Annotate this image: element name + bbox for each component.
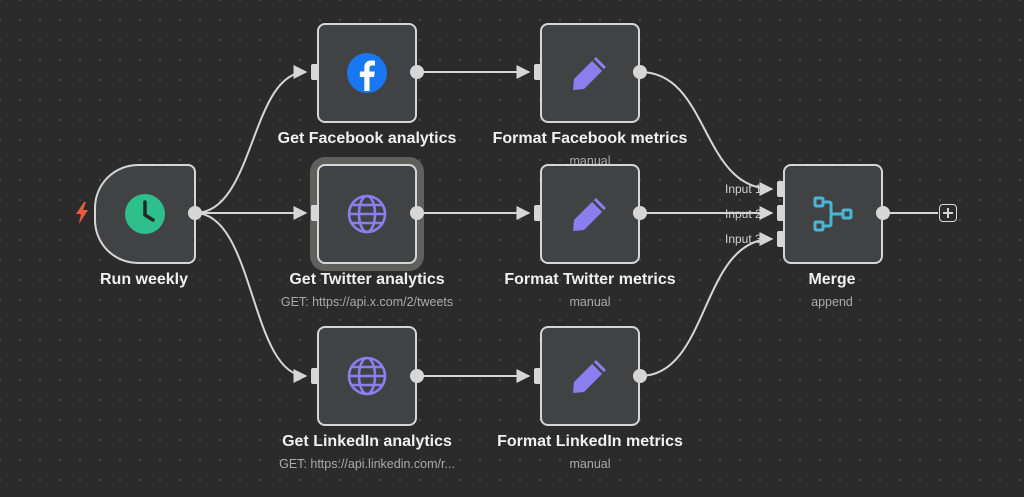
node-get-twitter-analytics[interactable] [317, 164, 417, 264]
node-label-merge: Merge [808, 271, 856, 288]
node-run-weekly[interactable] [94, 164, 196, 264]
pencil-icon [573, 198, 606, 231]
clock-icon [125, 194, 165, 234]
output-port-format-twitter[interactable] [633, 206, 647, 220]
globe-icon [347, 356, 387, 396]
input-port-merge-3[interactable] [777, 231, 785, 247]
output-port-format-facebook[interactable] [633, 65, 647, 79]
node-subtitle-get-twitter: GET: https://api.x.com/2/tweets [280, 295, 454, 309]
output-port-format-linkedin[interactable] [633, 369, 647, 383]
node-label-format-linkedin: Format LinkedIn metrics [497, 433, 683, 450]
pencil-icon [573, 360, 606, 393]
output-port-merge[interactable] [876, 206, 890, 220]
node-subtitle-get-linkedin: GET: https://api.linkedin.com/r... [279, 457, 455, 471]
input-port-get-twitter[interactable] [311, 205, 319, 221]
node-format-facebook-metrics[interactable] [540, 23, 640, 123]
node-label-format-facebook: Format Facebook metrics [492, 130, 688, 147]
trigger-bolt-icon [76, 202, 88, 224]
input-port-format-linkedin[interactable] [534, 368, 542, 384]
input-port-format-twitter[interactable] [534, 205, 542, 221]
node-label-format-twitter: Format Twitter metrics [504, 271, 676, 288]
connection-format-linkedin-to-merge[interactable] [639, 232, 774, 377]
output-port-get-twitter[interactable] [410, 206, 424, 220]
node-subtitle-format-linkedin: manual [569, 457, 611, 471]
merge-input-label-1: Input 1 [725, 182, 762, 196]
output-port-get-facebook[interactable] [410, 65, 424, 79]
plus-icon [943, 208, 953, 218]
connection-trigger-to-linkedin[interactable] [194, 212, 308, 383]
merge-input-label-2: Input 2 [725, 207, 762, 221]
merge-icon [813, 196, 853, 232]
node-label-get-linkedin: Get LinkedIn analytics [282, 433, 452, 450]
facebook-icon [347, 53, 387, 93]
node-get-facebook-analytics[interactable] [317, 23, 417, 123]
node-label-get-twitter: Get Twitter analytics [289, 271, 445, 288]
input-port-merge-1[interactable] [777, 181, 785, 197]
node-subtitle-format-twitter: manual [569, 295, 611, 309]
input-port-format-facebook[interactable] [534, 64, 542, 80]
node-label-run-weekly: Run weekly [99, 271, 189, 288]
output-port-get-linkedin[interactable] [410, 369, 424, 383]
connection-format-facebook-to-merge[interactable] [639, 71, 774, 196]
output-port-run-weekly[interactable] [188, 206, 202, 220]
node-format-twitter-metrics[interactable] [540, 164, 640, 264]
input-port-get-facebook[interactable] [311, 64, 319, 80]
add-node-button[interactable] [939, 204, 957, 222]
connection-trigger-to-facebook[interactable] [194, 65, 308, 214]
node-get-linkedin-analytics[interactable] [317, 326, 417, 426]
input-port-merge-2[interactable] [777, 205, 785, 221]
merge-input-label-3: Input 3 [725, 232, 762, 246]
node-merge[interactable] [783, 164, 883, 264]
input-port-get-linkedin[interactable] [311, 368, 319, 384]
pencil-icon [573, 57, 606, 90]
globe-icon [347, 194, 387, 234]
node-format-linkedin-metrics[interactable] [540, 326, 640, 426]
node-subtitle-merge: append [811, 295, 853, 309]
node-label-get-facebook: Get Facebook analytics [277, 130, 457, 147]
